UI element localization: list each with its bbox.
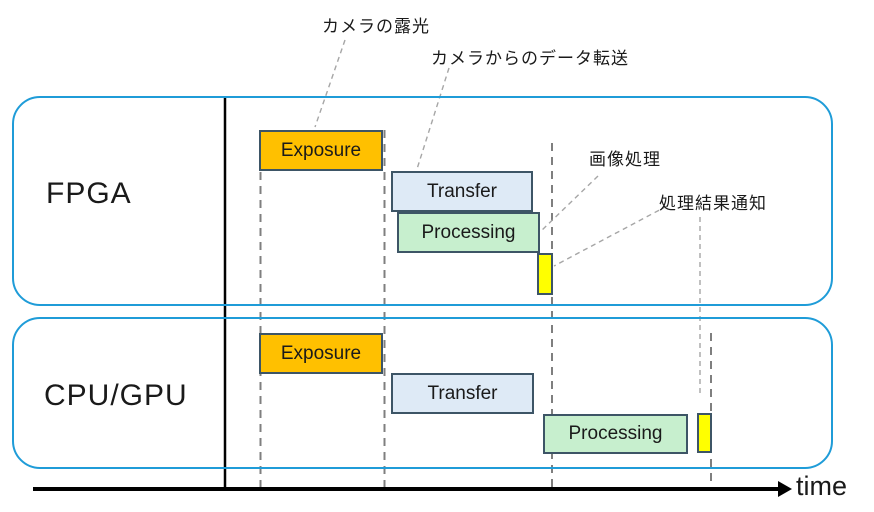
annotation-image-processing: 画像処理 (589, 150, 661, 169)
cpu-notification-pulse (697, 413, 712, 453)
lane-cpu-gpu (12, 317, 833, 469)
fpga-notification-pulse (537, 253, 553, 295)
lane-label-cpu-gpu: CPU/GPU (44, 379, 188, 412)
time-axis-label: time (796, 471, 848, 501)
annotation-camera-data-transfer: カメラからのデータ転送 (431, 49, 629, 68)
leader-camera-exposure (314, 39, 346, 128)
fpga-exposure-box: Exposure (259, 130, 383, 171)
lane-fpga (12, 96, 833, 306)
lane-label-fpga: FPGA (46, 177, 132, 210)
cpu-exposure-box: Exposure (259, 333, 383, 374)
fpga-transfer-box: Transfer (391, 171, 533, 212)
cpu-transfer-box: Transfer (391, 373, 534, 414)
leader-notify-fpga (553, 205, 668, 267)
leader-image-processing (539, 175, 599, 233)
cpu-processing-box: Processing (543, 414, 688, 454)
annotation-result-notification: 処理結果通知 (659, 194, 767, 213)
fpga-processing-box: Processing (397, 212, 540, 253)
annotation-camera-exposure: カメラの露光 (322, 17, 430, 36)
time-axis-arrowhead (778, 481, 792, 497)
